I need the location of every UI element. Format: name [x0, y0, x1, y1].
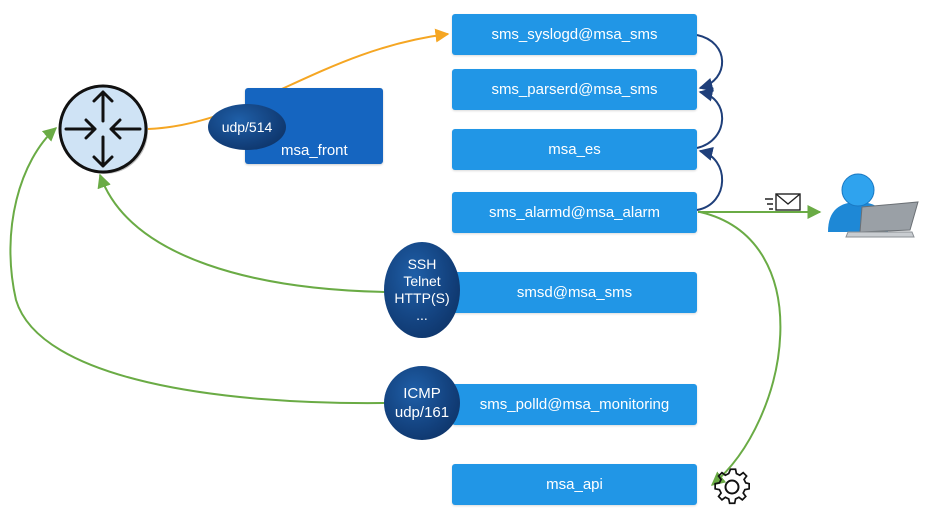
service-polld-label: sms_polld@msa_monitoring: [479, 396, 670, 413]
syslog-port-label: udp/514: [221, 118, 273, 135]
polld-router-arrow: [9, 127, 387, 405]
service-alarmd-label: sms_alarmd@msa_alarm: [488, 204, 661, 221]
router-icon: [58, 84, 148, 174]
protocol-ssh: SSH: [407, 256, 437, 272]
chain-arrow-alarmd-es: [696, 147, 724, 211]
user-laptop-icon: [828, 173, 919, 238]
service-parserd-label: sms_parserd@msa_sms: [491, 81, 658, 98]
chain-arrow-es-parserd: [696, 87, 724, 149]
poll-protocols-badge: ICMP udp/161: [384, 366, 460, 440]
service-api-label: msa_api: [546, 476, 603, 493]
msa-front-label: msa_front: [281, 142, 348, 159]
protocol-https: HTTP(S): [394, 290, 450, 306]
protocol-telnet: Telnet: [403, 273, 441, 289]
protocol-snmp: udp/161: [394, 404, 450, 421]
syslog-flow-arrow: [147, 28, 450, 130]
alarm-api-arrow: [699, 211, 782, 486]
service-syslogd-label: sms_syslogd@msa_sms: [491, 26, 658, 43]
smsd-router-arrow: [97, 173, 389, 293]
email-icon: [765, 193, 801, 211]
service-es-label: msa_es: [548, 141, 601, 158]
chain-arrow-syslogd-parserd: [696, 34, 724, 92]
protocol-more: ...: [416, 307, 428, 323]
service-alarmd: sms_alarmd@msa_alarm: [452, 192, 697, 233]
cli-protocols-badge: SSH Telnet HTTP(S) ...: [384, 242, 460, 338]
service-polld: sms_polld@msa_monitoring: [452, 384, 697, 425]
service-smsd-label: smsd@msa_sms: [516, 284, 633, 301]
service-es: msa_es: [452, 129, 697, 170]
syslog-port-badge: udp/514: [208, 104, 286, 150]
service-syslogd: sms_syslogd@msa_sms: [452, 14, 697, 55]
gear-icon: [714, 468, 751, 505]
service-smsd: smsd@msa_sms: [452, 272, 697, 313]
service-parserd: sms_parserd@msa_sms: [452, 69, 697, 110]
protocol-icmp: ICMP: [403, 385, 441, 402]
service-api: msa_api: [452, 464, 697, 505]
